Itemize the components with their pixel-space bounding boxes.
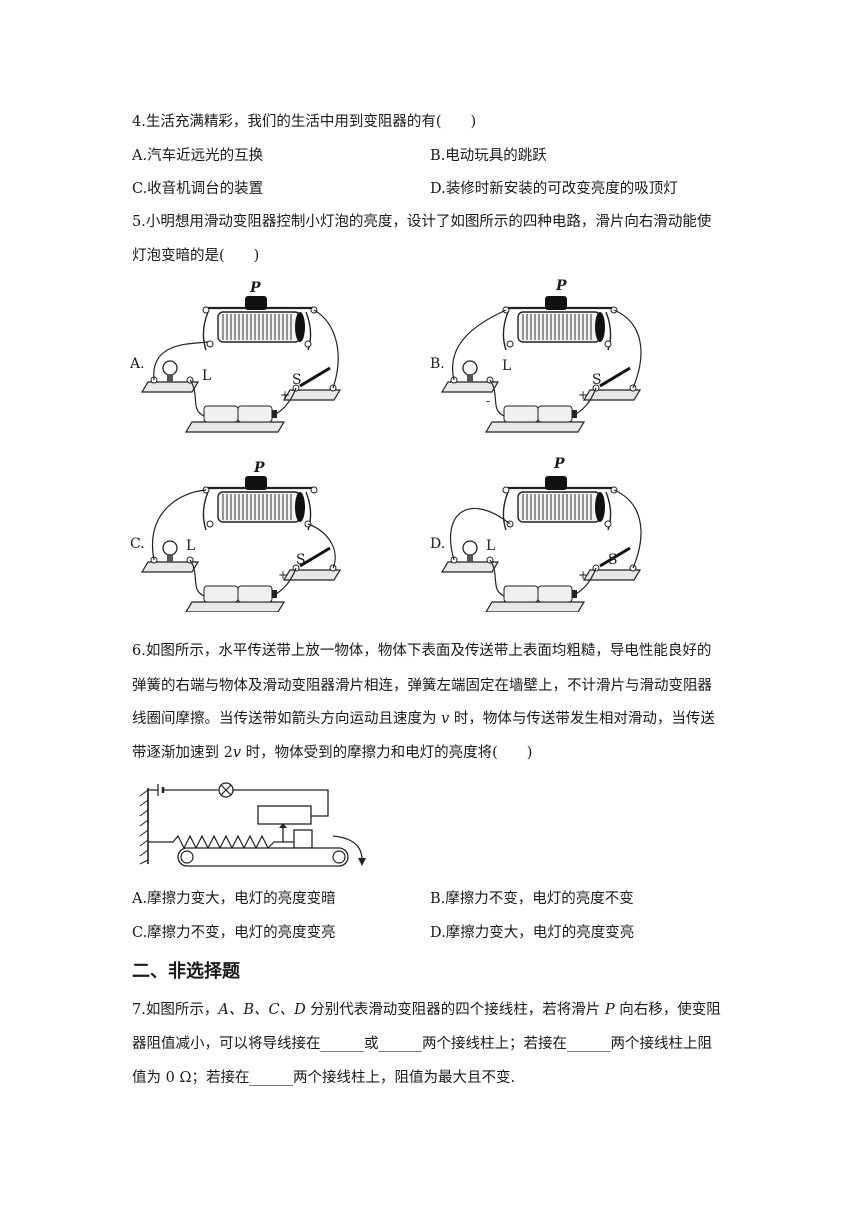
q7-line1-a: 7.如图所示， [132,1002,219,1018]
circuit-c [140,474,342,612]
q4-option-c: C.收音机调台的装置 [132,181,264,197]
q7-line2: 器阻值减小，可以将导线接在______或______两个接线柱上；若接在____… [132,1036,712,1052]
circuit-b-slider-label: P [556,278,567,294]
q6-line4-b: 时，物体受到的摩擦力和电灯的亮度将( ) [241,745,533,761]
q6-line4-a: 带逐渐加速到 2 [132,745,233,761]
q6-line4: 带逐渐加速到 2v 时，物体受到的摩擦力和电灯的亮度将( ) [132,743,532,763]
circuit-d-lamp-label: L [486,538,496,554]
circuit-d-switch-label: S [608,552,618,568]
q6-line3-a: 线圈间摩擦。当传送带如箭头方向运动且速度为 [132,711,442,727]
circuit-d-plus-label: + [578,568,589,582]
q7-line1-p: P [604,1002,615,1018]
q7-line1-c: 向右移，使变阻 [614,1002,721,1018]
q4-option-d: D.装修时新安装的可改变亮度的吸顶灯 [430,181,678,197]
q6-option-c: C.摩擦力不变，电灯的亮度变亮 [132,925,336,941]
circuit-c-label: C. [130,536,145,552]
circuit-c-plus-label: + [278,568,289,582]
q6-line2: 弹簧的右端与物体及滑动变阻器滑片相连，弹簧左端固定在墙壁上，不计滑片与滑动变阻器 [132,678,712,694]
q6-line3: 线圈间摩擦。当传送带如箭头方向运动且速度为 v 时，物体与传送带发生相对滑动，当… [132,709,715,729]
circuit-c-slider-label: P [254,460,265,476]
circuit-c-switch-label: S [296,552,306,568]
circuit-b-lamp-label: L [502,358,512,374]
q4-option-a: A.汽车近远光的互换 [132,148,264,164]
circuit-a [140,294,342,434]
circuit-a-switch-label: S [292,372,302,388]
q7-line1: 7.如图所示，A、B、C、D 分别代表滑动变阻器的四个接线柱，若将滑片 P 向右… [132,1000,721,1020]
circuit-d [440,474,642,612]
q7-line3: 值为 0 Ω；若接在______两个接线柱上，阻值为最大且不变. [132,1070,516,1086]
section-2-title: 二、非选择题 [132,961,240,982]
q6-option-d: D.摩擦力变大，电灯的亮度变亮 [430,925,635,941]
q4-stem: 4.生活充满精彩，我们的生活中用到变阻器的有( ) [132,114,477,130]
q5-stem-line2: 灯泡变暗的是( ) [132,248,260,264]
q7-line1-letters: A、B、C、D [218,1002,306,1018]
circuit-c-lamp-label: L [186,538,196,554]
q6-line1: 6.如图所示，水平传送带上放一物体，物体下表面及传送带上表面均粗糙，导电性能良好… [132,643,712,659]
circuit-b [440,294,642,434]
q6-option-b: B.摩擦力不变，电灯的亮度不变 [430,891,634,907]
q4-option-b: B.电动玩具的跳跃 [430,148,547,164]
circuit-a-lamp-label: L [202,368,212,384]
circuit-d-slider-label: P [554,456,565,472]
q6-option-a: A.摩擦力变大，电灯的亮度变暗 [132,891,336,907]
circuit-a-plus-label: + [280,388,291,402]
circuit-a-slider-label: P [250,280,261,296]
circuit-a-label: A. [130,356,145,372]
q6-conveyor-svg [139,782,366,867]
circuit-b-minus-label: - [486,394,491,408]
q7-line1-b: 分别代表滑动变阻器的四个接线柱，若将滑片 [305,1002,605,1018]
circuit-b-plus-label: + [578,388,589,402]
q5-stem-line1: 5.小明想用滑动变阻器控制小灯泡的亮度，设计了如图所示的四种电路，滑片向右滑动能… [132,214,712,230]
q6-line3-v: v [441,711,450,727]
q5-circuits-svg [140,294,642,612]
circuit-b-label: B. [430,356,445,372]
q6-line4-v: v [232,745,242,761]
circuit-b-switch-label: S [592,372,602,388]
q5-circuit-figures: A. P L S + B. P L S - + C. P L S + D. P … [130,278,750,612]
q6-conveyor-figure [128,778,378,870]
q6-line3-b: 时，物体与传送带发生相对滑动，当传送 [449,711,715,727]
circuit-d-label: D. [430,536,446,552]
